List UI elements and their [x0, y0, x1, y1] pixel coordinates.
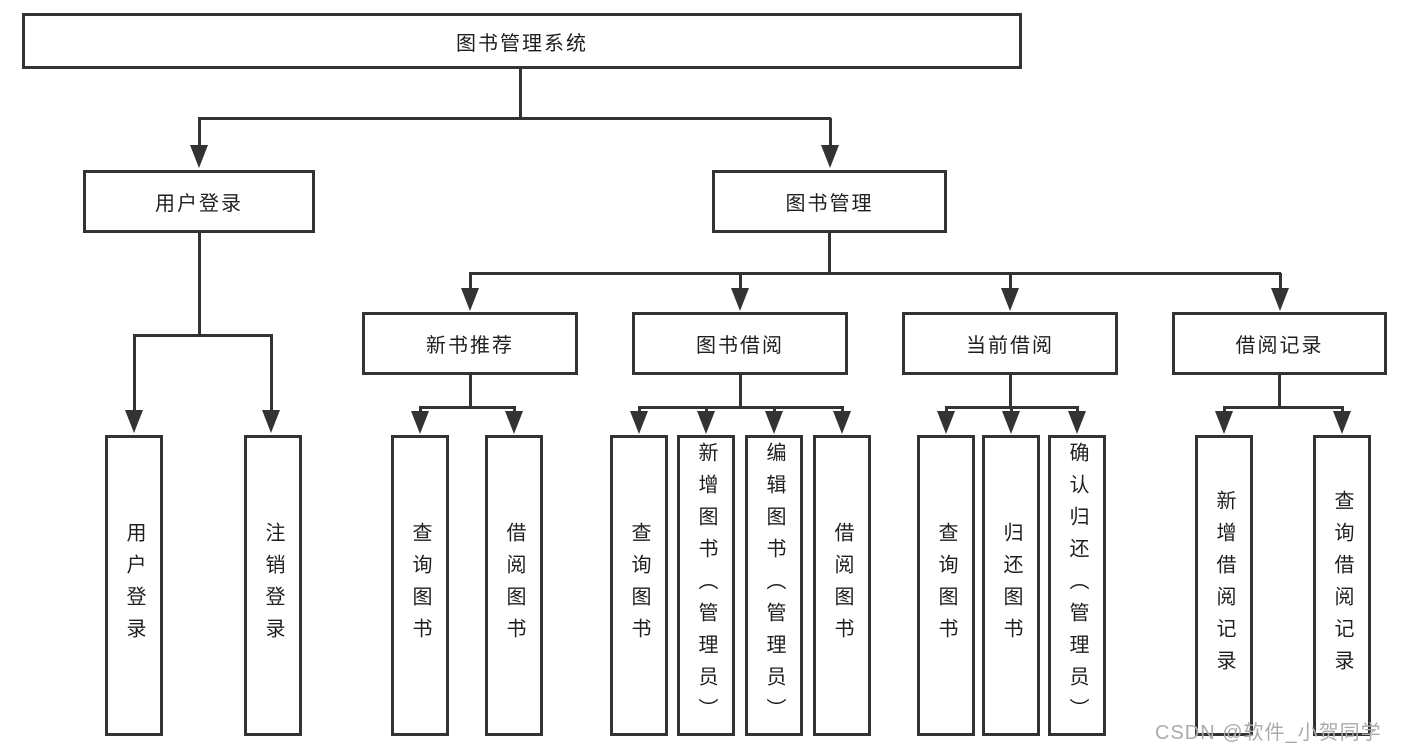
leaf-logout-label: 注销登录 — [262, 521, 284, 650]
csdn-watermark: CSDN @软件_小贺同学 — [1155, 722, 1382, 744]
leaf-borrow-books-recommend-label: 借阅图书 — [503, 521, 525, 650]
arrowhead-down-icon — [731, 288, 749, 311]
leaf-query-books-borrow: 查询图书 — [610, 435, 668, 736]
connector-line — [638, 406, 844, 409]
node-current-borrow: 当前借阅 — [902, 312, 1118, 375]
leaf-borrow-books: 借阅图书 — [813, 435, 871, 736]
connector-line — [419, 406, 516, 409]
arrowhead-down-icon — [1271, 288, 1289, 311]
leaf-query-books-current-label: 查询图书 — [935, 521, 957, 650]
leaf-query-borrow-record-label: 查询借阅记录 — [1331, 489, 1353, 682]
arrowhead-down-icon — [125, 410, 143, 433]
node-current-borrow-label: 当前借阅 — [966, 335, 1054, 357]
leaf-borrow-books-recommend: 借阅图书 — [485, 435, 543, 736]
connector-line — [829, 118, 832, 150]
node-root-label: 图书管理系统 — [456, 32, 588, 55]
connector-line — [469, 272, 1281, 275]
connector-line — [828, 233, 831, 274]
leaf-query-borrow-record: 查询借阅记录 — [1313, 435, 1371, 736]
connector-line — [198, 117, 831, 120]
node-book-management-label: 图书管理 — [785, 193, 874, 215]
node-book-borrow: 图书借阅 — [632, 312, 848, 375]
leaf-query-books-borrow-label: 查询图书 — [628, 521, 650, 650]
leaf-query-books-current: 查询图书 — [917, 435, 975, 736]
arrowhead-down-icon — [1002, 411, 1020, 434]
leaf-confirm-return-admin: 确认归还（管理员） — [1048, 435, 1106, 736]
leaf-query-books-recommend: 查询图书 — [391, 435, 449, 736]
node-user-login: 用户登录 — [83, 170, 315, 233]
leaf-borrow-books-label: 借阅图书 — [831, 521, 853, 650]
node-user-login-label: 用户登录 — [155, 193, 243, 215]
arrowhead-down-icon — [190, 145, 208, 168]
leaf-edit-book-admin: 编辑图书（管理员） — [745, 435, 803, 736]
leaf-query-books-recommend-label: 查询图书 — [409, 521, 431, 650]
node-borrow-records-label: 借阅记录 — [1235, 335, 1324, 357]
connector-line — [469, 375, 472, 408]
connector-line — [1009, 375, 1012, 408]
arrowhead-down-icon — [630, 411, 648, 434]
leaf-user-login-label: 用户登录 — [123, 521, 145, 650]
node-new-book-recommend: 新书推荐 — [362, 312, 578, 375]
leaf-edit-book-admin-label: 编辑图书（管理员） — [763, 441, 785, 730]
arrowhead-down-icon — [505, 411, 523, 434]
connector-line — [133, 334, 273, 337]
connector-line — [198, 233, 201, 335]
arrowhead-down-icon — [765, 411, 783, 434]
leaf-logout: 注销登录 — [244, 435, 302, 736]
node-book-management: 图书管理 — [712, 170, 947, 233]
connector-line — [519, 69, 522, 118]
leaf-add-borrow-record: 新增借阅记录 — [1195, 435, 1253, 736]
leaf-add-book-admin-label: 新增图书（管理员） — [695, 441, 717, 730]
connector-line — [198, 118, 201, 150]
node-root: 图书管理系统 — [22, 13, 1022, 69]
leaf-return-book-label: 归还图书 — [1000, 521, 1022, 650]
node-book-borrow-label: 图书借阅 — [696, 335, 784, 357]
leaf-add-borrow-record-label: 新增借阅记录 — [1213, 489, 1235, 682]
node-new-book-recommend-label: 新书推荐 — [426, 335, 514, 357]
leaf-return-book: 归还图书 — [982, 435, 1040, 736]
arrowhead-down-icon — [1001, 288, 1019, 311]
leaf-add-book-admin: 新增图书（管理员） — [677, 435, 735, 736]
arrowhead-down-icon — [697, 411, 715, 434]
connector-line — [739, 375, 742, 408]
node-borrow-records: 借阅记录 — [1172, 312, 1387, 375]
leaf-user-login: 用户登录 — [105, 435, 163, 736]
arrowhead-down-icon — [1215, 411, 1233, 434]
connector-line — [469, 273, 472, 291]
arrowhead-down-icon — [1068, 411, 1086, 434]
connector-line — [1223, 406, 1344, 409]
arrowhead-down-icon — [1333, 411, 1351, 434]
connector-line — [739, 273, 742, 291]
leaf-confirm-return-admin-label: 确认归还（管理员） — [1066, 441, 1088, 730]
connector-line — [1009, 273, 1012, 291]
arrowhead-down-icon — [262, 410, 280, 433]
arrowhead-down-icon — [411, 411, 429, 434]
connector-line — [1279, 273, 1282, 291]
connector-line — [270, 335, 273, 413]
connector-line — [133, 335, 136, 413]
arrowhead-down-icon — [937, 411, 955, 434]
connector-line — [1278, 375, 1281, 408]
arrowhead-down-icon — [821, 145, 839, 168]
arrowhead-down-icon — [833, 411, 851, 434]
arrowhead-down-icon — [461, 288, 479, 311]
